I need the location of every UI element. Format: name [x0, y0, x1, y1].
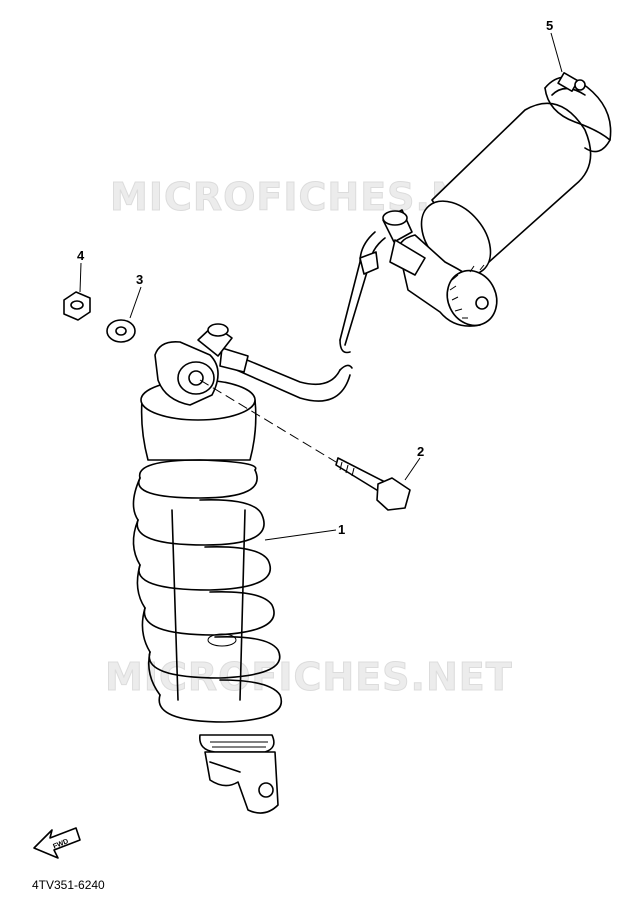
remote-reservoir — [382, 102, 592, 327]
washer — [106, 319, 136, 343]
callout-5: 5 — [546, 18, 553, 33]
callout-2: 2 — [417, 444, 424, 459]
part-code: 4TV351-6240 — [32, 878, 105, 892]
callout-1: 1 — [338, 522, 345, 537]
callout-3: 3 — [136, 272, 143, 287]
mounting-bolt — [335, 457, 411, 511]
callout-4: 4 — [77, 248, 85, 263]
fwd-arrow-icon: FWD — [33, 827, 81, 859]
assembly-axis — [199, 379, 337, 463]
hose-clamp — [544, 72, 612, 153]
shock-hose — [197, 323, 353, 402]
rear-shock-absorber — [132, 340, 283, 814]
nut — [63, 291, 91, 321]
reservoir-hose — [339, 231, 386, 354]
leader-lines — [79, 32, 563, 541]
watermark-bottom: MICROFICHES.NET — [105, 655, 513, 699]
